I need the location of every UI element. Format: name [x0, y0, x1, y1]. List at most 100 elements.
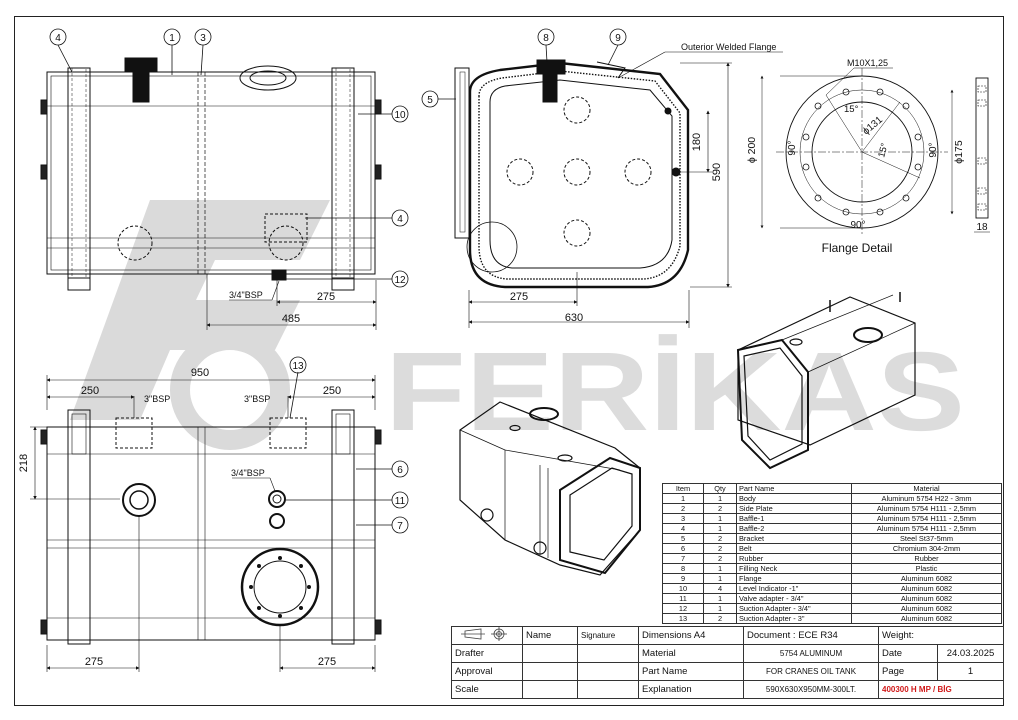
weight-label: Weight: [878, 626, 1004, 645]
document-cell: Document : ECE R34 [743, 626, 879, 645]
bolt [257, 564, 261, 568]
bom-qty: 1 [703, 593, 737, 604]
bracket-side [454, 67, 470, 239]
belt-bottom-right [331, 409, 355, 645]
watermark: FERİKAS [70, 200, 965, 454]
approval-label: Approval [451, 662, 523, 681]
bom-qty: 4 [703, 583, 737, 594]
balloon [609, 28, 627, 46]
top-view-dims: 275 485 3/4"BSP [229, 290, 335, 325]
bom-part: Baffle-1 [736, 513, 852, 524]
bolt [278, 556, 282, 560]
bolt [299, 606, 303, 610]
flange-section-hole [977, 157, 987, 165]
flange-90-left: 90° [787, 140, 798, 155]
bom-qty: 2 [703, 533, 737, 544]
date-label: Date [878, 644, 938, 663]
watermark-brand: FERİKAS [385, 329, 965, 454]
dim-485: 485 [282, 313, 300, 325]
flange-top [239, 65, 297, 91]
flange-angle-line [861, 101, 901, 153]
balloon [289, 356, 307, 374]
balloon-numbers: 4 1 3 10 4 12 8 9 5 13 6 11 7 [55, 33, 621, 532]
iso-body-r [737, 296, 916, 446]
flange-angle-line [861, 151, 921, 179]
level-indicator [374, 164, 382, 180]
iso-body [459, 401, 641, 576]
balloon-4b: 4 [397, 214, 403, 225]
valve-adapter-inner [272, 494, 282, 504]
balloon-leader [607, 44, 619, 66]
approval-name [522, 662, 578, 681]
flange-bottom-outer [240, 547, 320, 627]
flange-detail-text: M10X1,25 15° ϕ131 15° 90° 90° 90° ϕ 200 … [746, 58, 988, 255]
bom-material: Rubber [851, 553, 1002, 564]
dim-950: 950 [191, 367, 209, 379]
leader [271, 280, 280, 301]
part-name-label: Part Name [638, 662, 744, 681]
watermark-logo [70, 200, 330, 420]
flange-leader [825, 67, 855, 96]
flange-section-hole [977, 99, 987, 107]
belt-bottom-inner [335, 413, 351, 455]
bom-part: Flange [736, 573, 852, 584]
balloon-13: 13 [292, 361, 304, 372]
flange-thickness: 18 [976, 222, 988, 233]
flange-detail-title: Flange Detail [822, 241, 893, 255]
flange-angle-15: 15° [844, 104, 859, 115]
bom-header: Item Qty Part Name Material [662, 483, 1002, 494]
dim-180: 180 [691, 133, 703, 151]
drawing-code: 400300 H MP / BİG [878, 680, 1004, 699]
drafter-signature [577, 644, 639, 663]
bom-item: 10 [662, 583, 704, 594]
filling-cap-bottom-inner [129, 490, 149, 510]
bracket-foot [331, 273, 355, 291]
bom-material: Chromium 304-2mm [851, 543, 1002, 554]
bom-part: Body [736, 493, 852, 504]
iso-end-inner [569, 467, 633, 561]
bom-part: Baffle-2 [736, 523, 852, 534]
bom-material: Aluminum 6082 [851, 613, 1002, 624]
dimensions-cell: Dimensions A4 [638, 626, 744, 645]
iso-edge-r [807, 322, 916, 373]
bom-item: 2 [662, 503, 704, 514]
balloon [421, 90, 439, 108]
flange-angle-15b: 15° [876, 142, 890, 159]
bom-item: 4 [662, 523, 704, 534]
top-view-body-inner [50, 75, 372, 271]
dim-275-side: 275 [510, 291, 528, 303]
balloon [537, 28, 555, 46]
bolt-hole [902, 194, 910, 202]
flange-angle-line [825, 94, 863, 153]
filling-neck [132, 71, 150, 103]
iso-neck-r [853, 327, 883, 343]
title-block: Name Signature Dimensions A4 Document : … [451, 626, 1004, 699]
dim-275-br: 275 [318, 656, 336, 668]
side-view-outline [468, 61, 690, 289]
bsp3-right: 3"BSP [244, 394, 270, 404]
bom-item: 5 [662, 533, 704, 544]
level-indicator [40, 164, 48, 180]
balloon [391, 491, 409, 509]
bottom-view [30, 375, 382, 672]
balloon-11: 11 [395, 496, 406, 507]
bom-header-item: Item [662, 483, 704, 494]
flange-thread: M10X1,25 [847, 58, 888, 68]
top-view [40, 57, 382, 330]
bom-qty: 2 [703, 503, 737, 514]
bom-material: Plastic [851, 563, 1002, 574]
bolt-hole [814, 102, 822, 110]
bottom-view-dims: 950 250 250 218 3"BSP 3"BSP 3/4"BSP 275 … [18, 367, 341, 668]
flange-90-right: 90° [928, 142, 939, 157]
bom-material: Aluminum 6082 [851, 603, 1002, 614]
iso-port [509, 424, 521, 432]
date-value: 24.03.2025 [937, 644, 1004, 663]
dim-590: 590 [711, 163, 723, 181]
dim-250-right: 250 [323, 385, 341, 397]
bom-part: Rubber [736, 553, 852, 564]
bom-item: 11 [662, 593, 704, 604]
